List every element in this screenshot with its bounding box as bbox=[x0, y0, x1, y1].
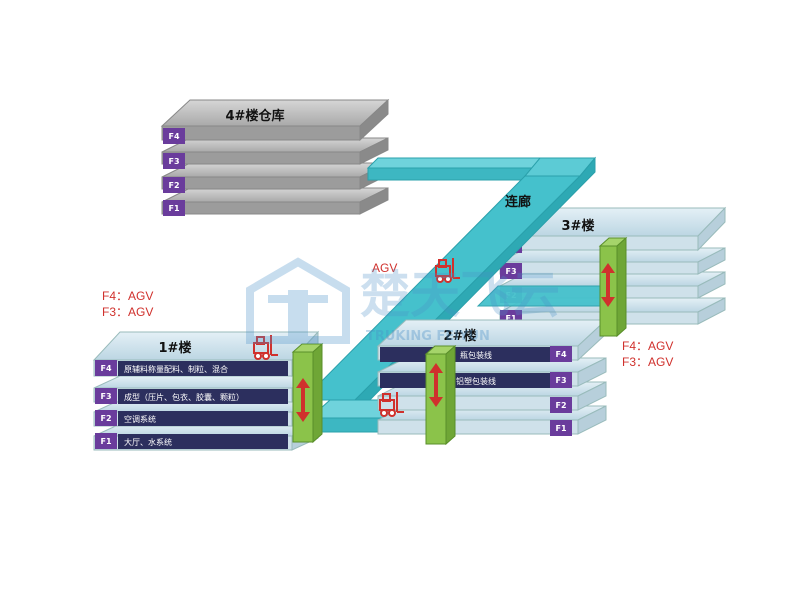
b1-desc-bar-f2: 空调系统 bbox=[118, 411, 288, 426]
lift-arrow-building-3 bbox=[601, 263, 615, 307]
lift-building-3 bbox=[598, 236, 628, 338]
svg-text:大厅、水系统: 大厅、水系统 bbox=[124, 437, 172, 447]
building-2: 2#楼 瓶包装线 铝塑包装线 F4 F3 F2 F1 bbox=[376, 318, 608, 436]
svg-text:F2: F2 bbox=[100, 414, 111, 423]
svg-text:F1: F1 bbox=[555, 424, 566, 433]
b2-desc-bar-f3: 铝塑包装线 bbox=[380, 373, 550, 388]
svg-text:铝塑包装线: 铝塑包装线 bbox=[456, 376, 496, 386]
b4-slab-f1 bbox=[161, 187, 389, 215]
lift-arrow-building-1 bbox=[296, 378, 310, 422]
b1-floor-tag-f2: F2 bbox=[95, 410, 117, 426]
b2-floor-tag-f2: F2 bbox=[550, 397, 572, 413]
svg-text:F3: F3 bbox=[168, 157, 179, 166]
agv-forklift-icon bbox=[253, 335, 278, 360]
svg-text:瓶包装线: 瓶包装线 bbox=[460, 350, 492, 360]
svg-text:F1: F1 bbox=[168, 204, 179, 213]
b4-floor-tag-f3: F3 bbox=[163, 153, 185, 169]
b1-floor-tag-f1: F1 bbox=[95, 433, 117, 449]
b4-slab-f4 bbox=[160, 98, 390, 142]
agv-forklift-icon bbox=[435, 258, 460, 283]
svg-text:F1: F1 bbox=[505, 314, 516, 323]
b1-floor-tag-f3: F3 bbox=[95, 388, 117, 404]
svg-text:F2: F2 bbox=[555, 401, 566, 410]
b2-floor-tag-f4: F4 bbox=[550, 346, 572, 362]
corridor-label: 连廊 bbox=[505, 194, 531, 210]
svg-text:空调系统: 空调系统 bbox=[124, 414, 156, 424]
b3-slab-f4 bbox=[498, 206, 727, 252]
b4-title: 4#楼仓库 bbox=[226, 108, 285, 124]
watermark-text-cn: 楚天飞云 bbox=[360, 266, 560, 324]
b1-floor-tag-f4: F4 bbox=[95, 360, 117, 376]
b4-floor-tag-f4: F4 bbox=[163, 128, 185, 144]
b2-title: 2#楼 bbox=[444, 328, 477, 344]
svg-text:成型（压片、包衣、胶囊、颗粒）: 成型（压片、包衣、胶囊、颗粒） bbox=[124, 392, 244, 402]
watermark-logo bbox=[246, 257, 350, 344]
b3-floor-tag-f3: F3 bbox=[500, 263, 522, 279]
b1-desc-bar-f4: 原辅料称量配料、制粒、混合 bbox=[118, 361, 288, 376]
svg-text:F4: F4 bbox=[168, 132, 179, 141]
agv-label-left-f3: F3：AGV bbox=[102, 305, 153, 319]
b2-floor-tag-f3: F3 bbox=[550, 372, 572, 388]
lift-building-2 bbox=[424, 344, 457, 446]
lift-building-1 bbox=[291, 342, 324, 444]
b1-desc-bar-f1: 大厅、水系统 bbox=[118, 434, 288, 449]
agv-label-top: AGV bbox=[372, 261, 397, 275]
svg-text:F3: F3 bbox=[555, 376, 566, 385]
b4-floor-tag-f2: F2 bbox=[163, 177, 185, 193]
agv-label-right-f3: F3：AGV bbox=[622, 355, 673, 369]
watermark-text-en: TRUKING FEIYUN bbox=[366, 329, 490, 344]
svg-text:F1: F1 bbox=[100, 437, 111, 446]
b3-title: 3#楼 bbox=[562, 218, 595, 234]
svg-text:F4: F4 bbox=[100, 364, 111, 373]
agv-forklift-icon bbox=[379, 392, 404, 417]
svg-text:F4: F4 bbox=[555, 350, 566, 359]
b4-slab-f3 bbox=[161, 137, 389, 165]
building-4-warehouse: 4#楼仓库 F4 F3 F2 F1 bbox=[160, 98, 390, 216]
svg-text:原辅料称量配料、制粒、混合: 原辅料称量配料、制粒、混合 bbox=[124, 364, 228, 374]
b1-title: 1#楼 bbox=[159, 340, 192, 356]
b4-slab-f2 bbox=[161, 162, 389, 190]
svg-text:F3: F3 bbox=[505, 267, 516, 276]
lift-arrow-building-2 bbox=[429, 363, 443, 407]
b1-desc-bar-f3: 成型（压片、包衣、胶囊、颗粒） bbox=[118, 389, 288, 404]
b2-desc-bar-f4: 瓶包装线 bbox=[380, 347, 550, 362]
building-1: 1#楼 F4 F3 F2 F1 原辅料称量配料、制粒、混合 成型（压片、包衣、胶… bbox=[92, 330, 320, 451]
agv-label-left-f4: F4：AGV bbox=[102, 289, 153, 303]
b4-floor-tag-f1: F1 bbox=[163, 200, 185, 216]
agv-label-right-f4: F4：AGV bbox=[622, 339, 673, 353]
b2-floor-tag-f1: F1 bbox=[550, 420, 572, 436]
svg-text:F3: F3 bbox=[100, 392, 111, 401]
svg-text:F2: F2 bbox=[168, 181, 179, 190]
